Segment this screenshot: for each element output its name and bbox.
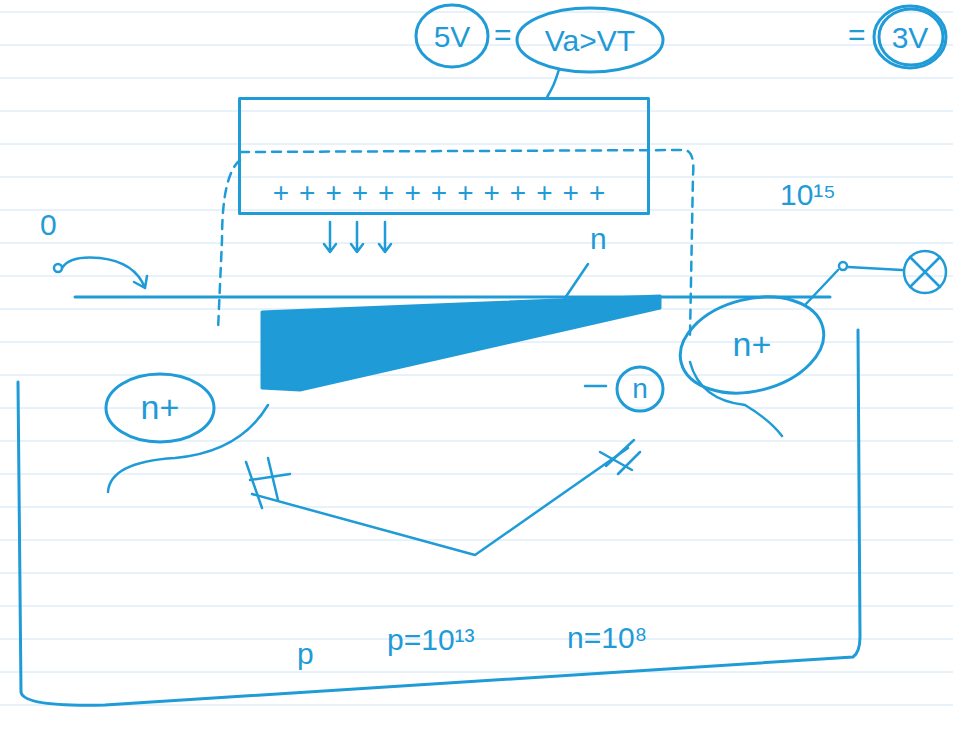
node-text: n: [632, 374, 648, 405]
channel-length-bracket: [252, 448, 628, 555]
source-region-outline: [108, 405, 268, 492]
node-text: n+: [733, 326, 772, 363]
source-region: n+: [104, 372, 216, 444]
node-text: +++++++++++++: [273, 178, 616, 209]
drain-region-outline: [690, 362, 782, 436]
bracket-tick: [246, 458, 290, 508]
cross-mark: [910, 257, 940, 287]
leader-line: [565, 264, 588, 298]
dash-mark: [585, 385, 606, 388]
substrate-region: p p=10¹³ n=10⁸ n+ n+ n: [15, 297, 863, 709]
source-arrow: [62, 257, 147, 288]
field-arrows: [324, 222, 391, 252]
equals-sign: =: [848, 18, 866, 51]
depletion-outline: [240, 150, 693, 335]
threshold-bubble: 3V: [872, 4, 948, 70]
terminal-dot: [54, 264, 62, 272]
condition-bubble: Va>VT: [515, 6, 665, 74]
region-text: p=10¹³: [387, 623, 475, 656]
channel-label: n: [590, 222, 607, 255]
bracket-tick: [600, 440, 640, 474]
carrier-bubble: n: [615, 365, 665, 413]
leader-connector: [547, 69, 559, 97]
drain-wire: [848, 267, 902, 270]
terminal-label: 0: [40, 208, 57, 241]
region-text: n=10⁸: [567, 621, 647, 654]
equals-sign: =: [494, 18, 512, 51]
ruled-lines: [0, 12, 953, 705]
voltage-bubble: 5V: [414, 3, 490, 69]
node-text: 3V: [892, 21, 929, 54]
drain-region: n+: [677, 297, 827, 393]
gate-electrode: +++++++++++++: [238, 97, 650, 215]
region-text: p: [297, 637, 314, 670]
terminal-dot: [839, 262, 847, 270]
node-text: Va>VT: [545, 24, 635, 57]
depletion-outline: [218, 160, 240, 330]
doping-note: 10¹⁵: [780, 178, 836, 211]
node-text: n+: [141, 389, 180, 426]
channel-inversion-layer: [262, 296, 660, 390]
drain-wire: [805, 270, 838, 305]
crossed-terminal: [904, 251, 946, 293]
node-text: 5V: [434, 20, 471, 53]
surface-line: [75, 296, 830, 299]
